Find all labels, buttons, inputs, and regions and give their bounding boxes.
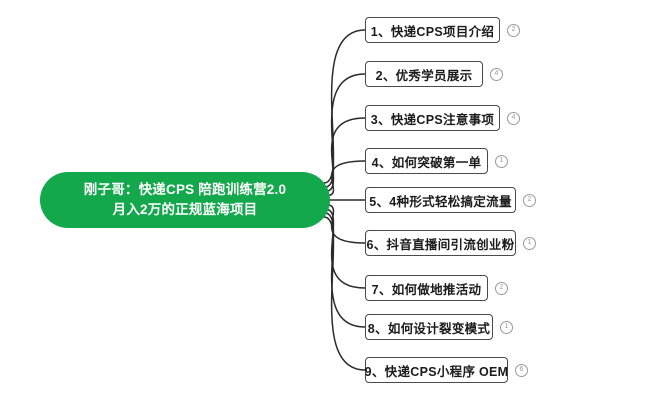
root-node[interactable]: 刚子哥：快递CPS 陪跑训练营2.0 月入2万的正规蓝海项目 (40, 172, 330, 228)
branch-label-8: 8、如何设计裂变模式 (365, 314, 493, 340)
branch-badge-2[interactable]: 4 (490, 67, 503, 81)
branch-node-9[interactable]: 9、快递CPS小程序 OEM 6 (365, 357, 528, 383)
connector-3 (323, 117, 366, 193)
connector-8 (323, 211, 366, 328)
branch-badge-6[interactable]: 1 (523, 236, 536, 250)
connector-6 (323, 203, 366, 244)
branch-node-6[interactable]: 6、抖音直播间引流创业粉 1 (365, 230, 536, 256)
branch-badge-3[interactable]: 4 (507, 111, 520, 125)
connector-9 (323, 216, 366, 371)
branch-node-4[interactable]: 4、如何突破第一单 1 (365, 148, 508, 174)
branch-label-1: 1、快递CPS项目介绍 (365, 17, 500, 43)
root-node-line-1: 刚子哥：快递CPS 陪跑训练营2.0 (83, 182, 287, 198)
branch-label-6: 6、抖音直播间引流创业粉 (365, 230, 516, 256)
branch-node-5[interactable]: 5、4种形式轻松搞定流量 2 (365, 187, 536, 213)
branch-badge-1[interactable]: 2 (507, 23, 520, 37)
branch-badge-8[interactable]: 1 (500, 320, 513, 334)
branch-node-1[interactable]: 1、快递CPS项目介绍 2 (365, 17, 520, 43)
branch-label-2: 2、优秀学员展示 (365, 61, 483, 87)
branch-label-3: 3、快递CPS注意事项 (365, 105, 500, 131)
branch-label-7: 7、如何做地推活动 (365, 275, 488, 301)
connector-7 (323, 208, 366, 289)
connector-1 (323, 29, 366, 184)
branch-node-3[interactable]: 3、快递CPS注意事项 4 (365, 105, 520, 131)
branch-node-8[interactable]: 8、如何设计裂变模式 1 (365, 314, 513, 340)
branch-node-7[interactable]: 7、如何做地推活动 2 (365, 275, 508, 301)
branch-label-9: 9、快递CPS小程序 OEM (365, 357, 508, 383)
connector-4 (323, 160, 366, 197)
branch-label-4: 4、如何突破第一单 (365, 148, 488, 174)
branch-badge-4[interactable]: 1 (495, 154, 508, 168)
branch-node-2[interactable]: 2、优秀学员展示 4 (365, 61, 503, 87)
branch-badge-9[interactable]: 6 (515, 363, 528, 377)
branch-badge-5[interactable]: 2 (523, 193, 536, 207)
branch-badge-7[interactable]: 2 (495, 281, 508, 295)
branch-label-5: 5、4种形式轻松搞定流量 (365, 187, 516, 213)
root-node-line-2: 月入2万的正规蓝海项目 (112, 202, 258, 217)
connector-2 (323, 73, 366, 189)
